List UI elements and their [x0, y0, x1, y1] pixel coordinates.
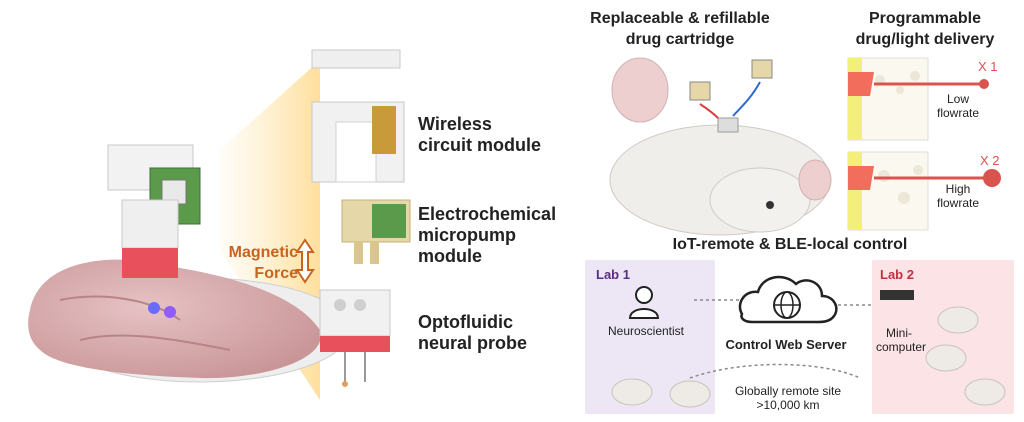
neuroscientist-label: Neuroscientist: [607, 324, 685, 338]
probe-label: Optofluidic neural probe: [418, 312, 528, 353]
minicomputer-icon: [880, 290, 914, 300]
mouse-lab2-3: [964, 378, 1006, 406]
link-remote: [689, 363, 861, 379]
micropump-label: Electrochemical micropump module: [418, 204, 557, 266]
minicomputer-label: Mini- computer: [876, 326, 927, 354]
lid-module: [311, 49, 401, 69]
mouse-lab2-2: [925, 344, 967, 372]
led-glow: [148, 302, 160, 314]
cartridge-small-2: [751, 59, 773, 79]
cartridge-small-1: [689, 81, 711, 101]
low-flow-label: Low flowrate: [936, 92, 980, 120]
cartridge-title: Replaceable & refillable drug cartridge: [590, 10, 770, 48]
server-label: Control Web Server: [725, 337, 847, 352]
probe-module: [319, 289, 391, 337]
wireless-label: Wireless circuit module: [418, 114, 542, 155]
magnetic-force-label: Magnetic Force: [228, 244, 298, 282]
scientist-icon: [635, 286, 653, 304]
mouse-lab1-2: [669, 380, 711, 408]
lab2-title: Lab 2: [880, 267, 914, 282]
rat-head: [709, 167, 811, 233]
high-flow-label: High flowrate: [936, 182, 980, 210]
magnetic-arrow: [295, 238, 315, 284]
mounted-device-pump: [121, 199, 179, 249]
high-multiplier: X 2: [980, 153, 1000, 168]
mounted-device-base: [122, 248, 178, 278]
low-multiplier: X 1: [978, 59, 998, 74]
rat-implant: [717, 117, 739, 133]
remote-label: Globally remote site >10,000 km: [734, 384, 842, 412]
lab1-title: Lab 1: [596, 267, 630, 282]
mouse-lab1-1: [611, 378, 653, 406]
delivery-title: Programmable drug/light delivery: [855, 10, 995, 48]
brain: [28, 259, 321, 379]
lab1-panel: [585, 260, 715, 414]
iot-title: IoT-remote & BLE-local control: [672, 236, 908, 253]
mouse-lab2-1: [937, 306, 979, 334]
